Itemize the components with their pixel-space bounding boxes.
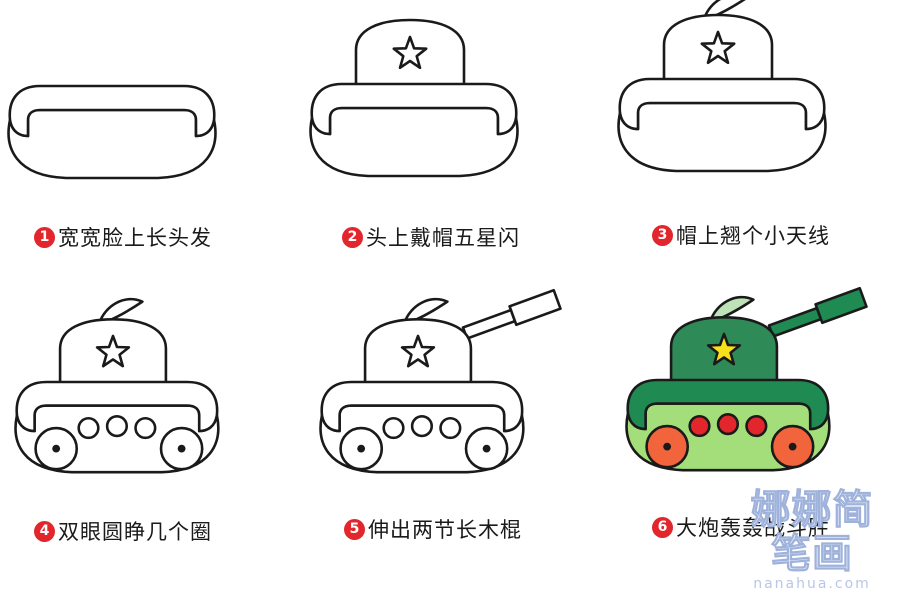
barrel-outer — [508, 288, 562, 327]
tank-step-1 — [7, 84, 217, 180]
star-icon — [400, 334, 436, 368]
star-icon — [700, 30, 736, 65]
step-5-text: 伸出两节长木棍 — [368, 518, 522, 542]
tank-drawing-steps — [7, 0, 868, 474]
tank-hull — [626, 378, 830, 431]
tank-step-2 — [309, 18, 519, 178]
star-icon — [392, 35, 428, 70]
barrel-inner — [461, 308, 517, 340]
turret — [363, 317, 473, 386]
step-4-text: 双眼圆睁几个圈 — [58, 520, 212, 544]
tank-step-5 — [319, 288, 562, 474]
eye-2 — [410, 415, 434, 438]
eye-1 — [382, 416, 405, 440]
watermark-site: nanahua.com — [753, 576, 871, 592]
wheel-hub-1 — [52, 444, 61, 453]
step-2-text: 头上戴帽五星闪 — [366, 226, 520, 250]
barrel — [461, 288, 562, 340]
wheel-hub-2 — [788, 442, 797, 451]
step-1-text: 宽宽脸上长头发 — [58, 226, 212, 250]
step-2-number-badge: 2 — [342, 226, 363, 248]
eye-3 — [439, 416, 462, 440]
tank-hull — [15, 380, 219, 433]
eye-3 — [745, 414, 768, 438]
tank-step-4 — [14, 297, 220, 474]
watermark: 娜娜简笔画 nanahua.com — [732, 488, 892, 592]
step-5-caption: 5 伸出两节长木棍 — [344, 514, 522, 544]
barrel — [767, 286, 868, 338]
step-3-text: 帽上翘个小天线 — [676, 224, 830, 248]
step-4-number-badge: 4 — [34, 520, 55, 542]
drawing-tutorial: 1 宽宽脸上长头发 2 头上戴帽五星闪 3 帽上翘个小天线 4 双眼圆睁几个圈 … — [7, 0, 873, 592]
tank-hull — [8, 84, 216, 138]
tank-skirt — [7, 108, 217, 180]
tank-step-3 — [617, 0, 827, 173]
step-1-caption: 1 宽宽脸上长头发 — [34, 222, 212, 252]
eye-1 — [77, 416, 100, 440]
eye-1 — [688, 414, 711, 438]
eye-2 — [105, 415, 129, 438]
wheel-hub-1 — [663, 442, 672, 451]
step-3-caption: 3 帽上翘个小天线 — [652, 220, 830, 250]
tank-skirt — [309, 106, 519, 178]
turret — [58, 317, 168, 386]
tank-skirt — [617, 101, 827, 173]
step-6-caption: 6 大炮轰轰战斗胜 — [652, 512, 830, 542]
tank-hull — [320, 380, 524, 433]
barrel-outer — [814, 286, 868, 325]
tank-step-6 — [625, 286, 868, 472]
eye-2 — [716, 413, 740, 436]
step-5-number-badge: 5 — [344, 518, 365, 540]
barrel-inner — [767, 306, 823, 338]
step-6-number-badge: 6 — [652, 516, 673, 538]
turret — [354, 18, 466, 88]
step-3-number-badge: 3 — [652, 224, 673, 246]
step-1-number-badge: 1 — [34, 226, 55, 248]
watermark-name: 娜娜简笔画 — [750, 487, 874, 577]
step-6-text: 大炮轰轰战斗胜 — [676, 516, 830, 540]
star-icon — [95, 334, 131, 368]
wheel-hub-2 — [482, 444, 491, 453]
turret — [669, 315, 779, 384]
star-icon — [706, 332, 742, 366]
tank-hull — [310, 82, 518, 136]
tank-hull — [618, 77, 826, 131]
step-4-caption: 4 双眼圆睁几个圈 — [34, 516, 212, 546]
wheel-hub-2 — [177, 444, 186, 453]
step-2-caption: 2 头上戴帽五星闪 — [342, 222, 520, 252]
turret — [662, 13, 774, 83]
wheel-hub-1 — [357, 444, 366, 453]
eye-3 — [134, 416, 157, 440]
